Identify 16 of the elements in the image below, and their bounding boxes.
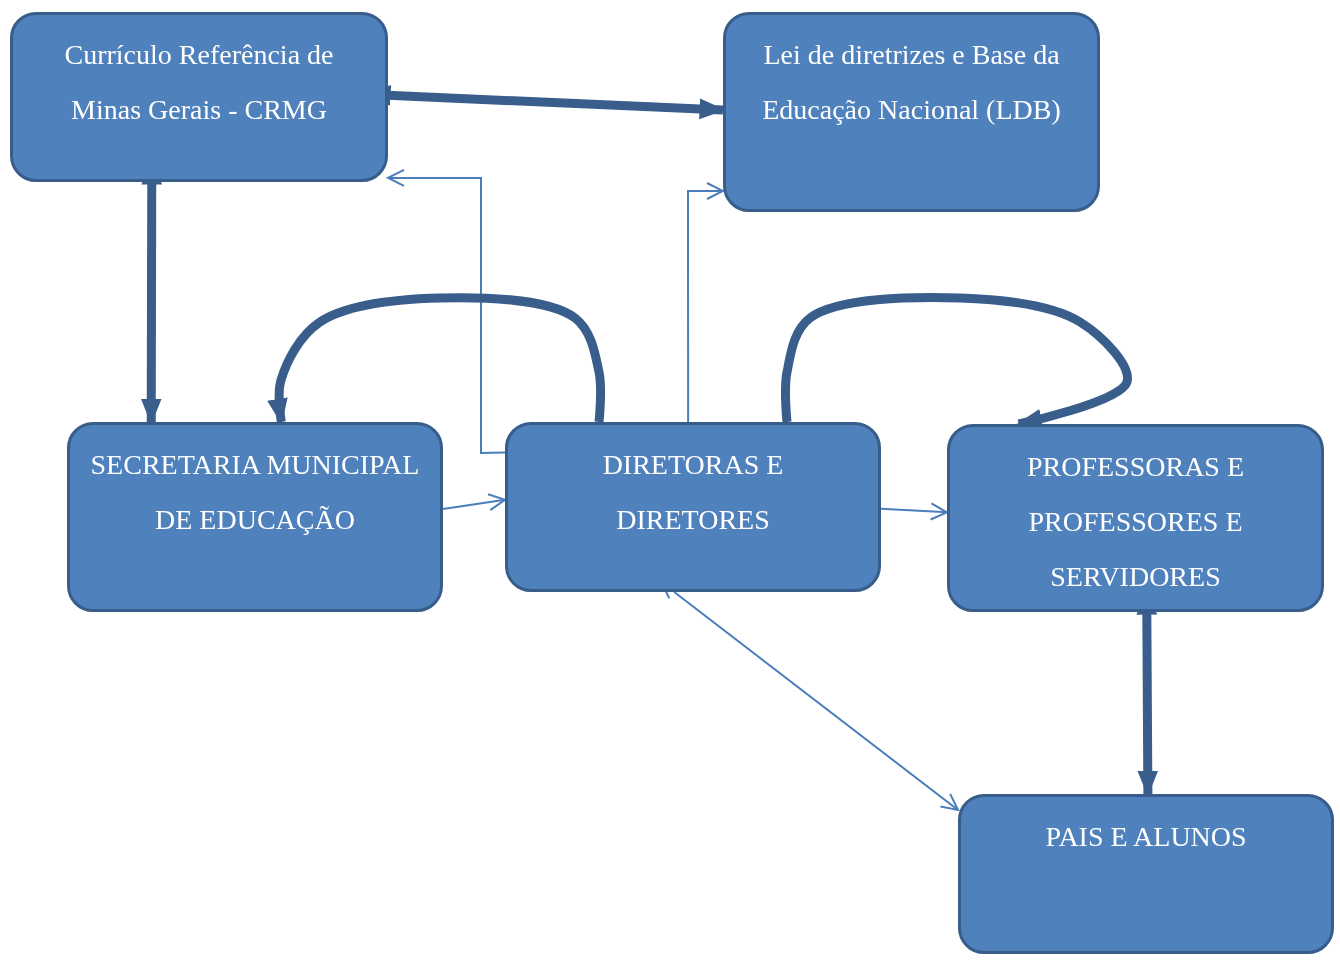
arrow (880, 502, 948, 521)
process-box (505, 422, 881, 592)
process-box (723, 12, 1100, 212)
box-label: Lei de diretrizes e Base da Educação Nacional (LDB) (761, 38, 1062, 127)
process-box (67, 422, 443, 612)
process-box (947, 424, 1324, 612)
box-label: PAIS E ALUNOS (1044, 820, 1248, 854)
arrow (687, 182, 724, 423)
box-label: SECRETARIA MUNICIPAL DE EDUCAÇÃO (90, 448, 420, 537)
box-label: Currículo Referência de Minas Gerais - CRMG (63, 38, 335, 127)
process-box (958, 794, 1334, 954)
process-box (10, 12, 388, 182)
box-label: PROFESSORAS E PROFESSORES E SERVIDORES (1025, 450, 1246, 594)
box-label: DIRETORAS E DIRETORES (601, 448, 785, 537)
arrow (387, 168, 506, 454)
arrow (442, 493, 506, 512)
